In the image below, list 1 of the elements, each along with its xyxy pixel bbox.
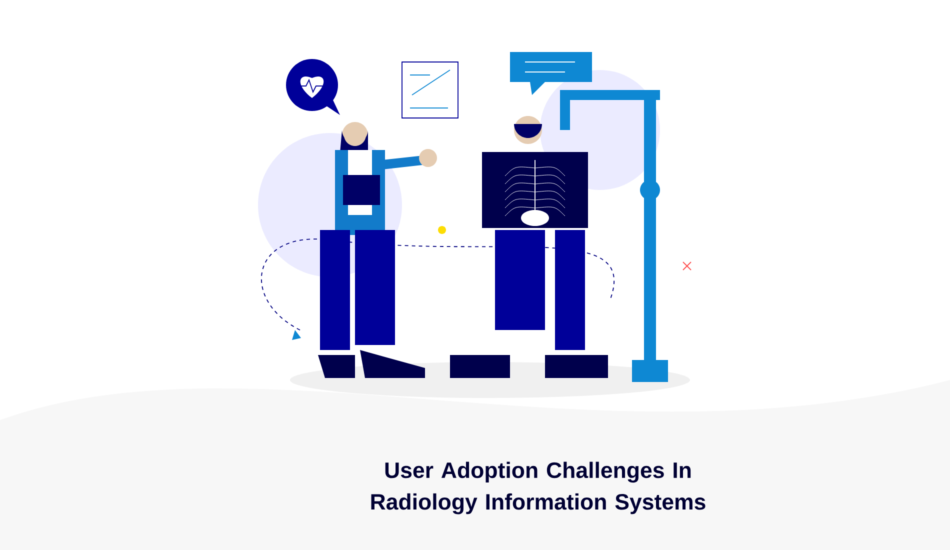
title: User Adoption Challenges In Radiology Information Systems <box>371 462 706 514</box>
